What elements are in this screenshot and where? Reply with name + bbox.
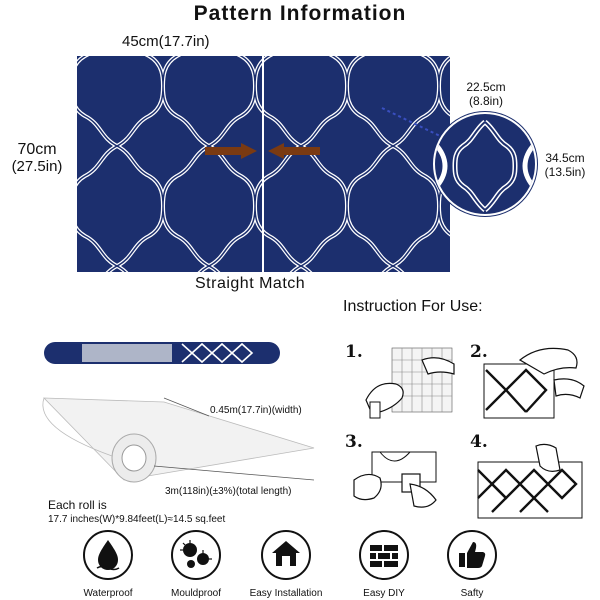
straight-match-label: Straight Match xyxy=(195,275,306,292)
feature-safety: Safty xyxy=(426,530,518,599)
circle-width-label: 22.5cm (8.8in) xyxy=(455,80,517,108)
feature-label: Easy DIY xyxy=(363,588,405,599)
pattern-zoom-circle xyxy=(433,112,537,216)
step-number-1: 1. xyxy=(345,342,363,362)
water-drop-icon xyxy=(83,530,133,580)
house-icon xyxy=(261,530,311,580)
panel-height-cm: 70cm xyxy=(17,141,57,158)
each-roll-detail: 17.7 inches(W)*9.84feet(L)≈14.5 sq.feet xyxy=(48,514,226,525)
circle-width-in: (8.8in) xyxy=(468,94,503,108)
panel-height-in: (27.5in) xyxy=(11,158,63,175)
step-3-illustration xyxy=(353,451,437,508)
feature-easy-diy: Easy DIY xyxy=(338,530,430,599)
roll-width-label: 0.45m(17.7in)(width) xyxy=(210,405,302,416)
zoomed-trellis-motif xyxy=(435,120,535,212)
arrow-right-icon xyxy=(205,143,257,159)
panel-width-label: 45cm(17.7in) xyxy=(122,33,210,50)
circle-height-label: 34.5cm (13.5in) xyxy=(533,151,597,179)
panel-seam xyxy=(262,56,264,272)
feature-mouldproof: Mouldproof xyxy=(150,530,242,599)
circle-width-cm: 22.5cm xyxy=(466,80,506,94)
step-number-4: 4. xyxy=(470,432,488,452)
step-2-illustration xyxy=(483,347,585,419)
feature-easy-installation: Easy Installation xyxy=(240,530,332,599)
step-number-3: 3. xyxy=(345,432,363,452)
step-1-illustration xyxy=(365,347,455,419)
each-roll-label: Each roll is xyxy=(48,498,107,512)
page-title: Pattern Information xyxy=(193,2,407,25)
panel-height-label: 70cm (27.5in) xyxy=(4,141,70,175)
roll-length-label: 3m(118in)(±3%)(total length) xyxy=(165,486,292,497)
feature-label: Waterproof xyxy=(83,588,133,599)
feature-label: Mouldproof xyxy=(170,588,222,599)
circle-height-in: (13.5in) xyxy=(544,165,586,179)
step-4-illustration xyxy=(477,443,583,519)
wallpaper-roll-unrolled xyxy=(42,397,315,483)
feature-label: Safty xyxy=(460,588,484,599)
feature-waterproof: Waterproof xyxy=(62,530,154,599)
brick-wall-icon xyxy=(359,530,409,580)
mold-spores-icon xyxy=(171,530,221,580)
wallpaper-roll-small xyxy=(44,342,280,364)
zoom-pointer-line xyxy=(381,107,441,137)
instruction-title: Instruction For Use: xyxy=(343,298,483,315)
step-number-2: 2. xyxy=(470,342,488,362)
thumbs-up-icon xyxy=(447,530,497,580)
circle-height-cm: 34.5cm xyxy=(545,151,585,165)
feature-label: Easy Installation xyxy=(249,588,323,599)
arrow-left-icon xyxy=(268,143,320,159)
